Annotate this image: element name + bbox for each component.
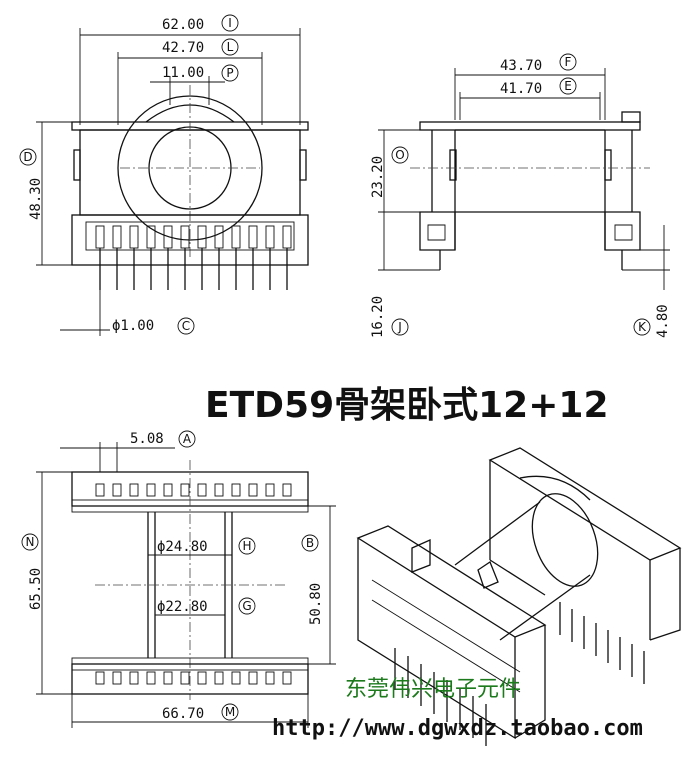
dim-B-letter: B bbox=[306, 536, 314, 550]
dim-A-letter: A bbox=[183, 432, 192, 446]
dim-O-marker bbox=[391, 146, 409, 164]
dim-L-value: 42.70 bbox=[162, 40, 204, 56]
dim-D-letter: D bbox=[23, 150, 32, 164]
dim-A-marker bbox=[178, 430, 196, 448]
dim-L-letter: L bbox=[227, 40, 234, 54]
dim-E-letter: E bbox=[564, 79, 572, 93]
isometric-view bbox=[356, 447, 682, 746]
dim-F-value: 43.70 bbox=[500, 58, 542, 74]
dim-M-letter: M bbox=[225, 705, 235, 719]
dim-B-value: 50.80 bbox=[308, 583, 324, 625]
dim-G-marker bbox=[238, 597, 256, 615]
dim-K-marker bbox=[633, 318, 651, 336]
front-view: 62.00 I 42.70 L 11.00 P bbox=[19, 14, 309, 336]
dim-D-marker bbox=[19, 148, 37, 166]
dim-D-value: 48.30 bbox=[28, 178, 44, 220]
dim-P-marker bbox=[221, 64, 239, 82]
dim-K-value: 4.80 bbox=[655, 304, 671, 338]
dim-M-marker bbox=[221, 703, 239, 721]
side-view: 43.70 F 41.70 E O 23.20 bbox=[370, 53, 671, 338]
brand-url: http://www.dgwxdz.taobao.com bbox=[272, 716, 643, 741]
dim-O-value: 23.20 bbox=[370, 156, 386, 198]
dim-F-marker bbox=[559, 53, 577, 71]
dim-H-value: ϕ24.80 bbox=[157, 539, 208, 555]
dim-N-value: 65.50 bbox=[28, 568, 44, 610]
dim-J-value: 16.20 bbox=[370, 296, 386, 338]
dim-I-letter: I bbox=[228, 16, 232, 30]
product-title: ETD59骨架卧式12+12 bbox=[205, 385, 609, 426]
dim-G-value: ϕ22.80 bbox=[157, 599, 208, 615]
dim-C-letter: C bbox=[182, 319, 190, 333]
dim-L-marker bbox=[221, 38, 239, 56]
dim-A-value: 5.08 bbox=[130, 431, 164, 447]
dim-J-marker bbox=[391, 318, 409, 336]
dim-J-letter: J bbox=[397, 320, 402, 334]
dim-C-value: ϕ1.00 bbox=[112, 318, 154, 334]
dim-H-letter: H bbox=[242, 539, 251, 553]
dim-K-letter: K bbox=[638, 320, 647, 334]
dim-N-marker bbox=[21, 533, 39, 551]
bottom-view: 5.08 A ϕ24.80 H ϕ22.80 G bbox=[21, 430, 336, 728]
dim-N-letter: N bbox=[26, 535, 35, 549]
dim-O-letter: O bbox=[395, 148, 404, 162]
dim-B-marker bbox=[301, 534, 319, 552]
dim-C-marker bbox=[177, 317, 195, 335]
dim-E-value: 41.70 bbox=[500, 81, 542, 97]
dim-P-value: 11.00 bbox=[162, 65, 204, 81]
dim-M-value: 66.70 bbox=[162, 706, 204, 722]
dim-G-letter: G bbox=[242, 599, 251, 613]
dim-I-value: 62.00 bbox=[162, 17, 204, 33]
dim-P-letter: P bbox=[226, 66, 233, 80]
dim-F-letter: F bbox=[565, 55, 572, 69]
dim-I-marker bbox=[221, 14, 239, 32]
brand-name: 东莞伟兴电子元件 bbox=[345, 677, 521, 702]
dim-H-marker bbox=[238, 537, 256, 555]
dim-E-marker bbox=[559, 77, 577, 95]
